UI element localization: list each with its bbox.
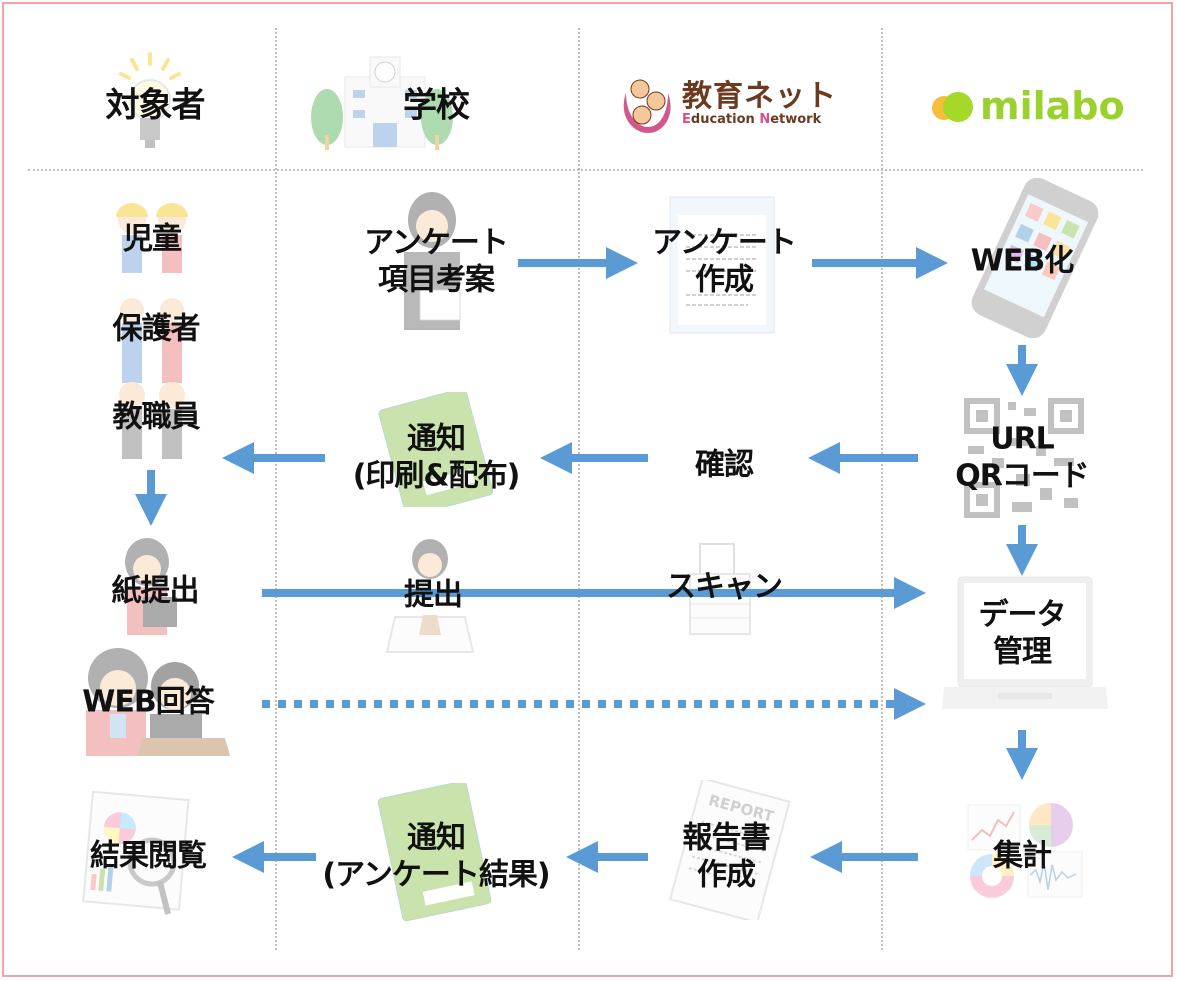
column-header-target: 対象者 [105,85,206,126]
column-divider [578,28,580,950]
education-network-logo-jp: 教育ネット [682,79,837,115]
education-network-mark-icon [623,79,671,133]
node-paper-submit: 紙提出 [111,573,200,609]
node-scan: スキャン [666,569,783,605]
lightbulb-icon [119,52,181,148]
node-notice-result: 通知(アンケート結果) [322,820,550,892]
node-children: 児童 [123,221,182,257]
node-confirm: 確認 [695,447,754,483]
node-notice-print: 通知(印刷&配布) [352,421,521,493]
milabo-logo-text: milabo [980,84,1125,128]
node-web-answer: WEB回答 [82,684,214,720]
teacher-icon [404,192,461,330]
report-icon: REPORT [669,780,791,920]
document-icon [669,196,775,334]
smartphone-icon [971,178,1099,338]
laptop-icon [942,576,1108,709]
node-web: WEB化 [970,243,1074,279]
tally-charts-icon [967,803,1083,898]
notebook-result-icon [377,783,492,922]
node-view-result: 結果閲覧 [90,838,207,874]
people-icon [116,203,188,459]
milabo-logo: milabo [932,84,1125,128]
node-survey-items: アンケート項目考案 [364,225,509,297]
node-survey-create: アンケート作成 [652,225,797,297]
node-report: 報告書作成 [682,820,771,892]
node-guardians: 保護者 [112,311,201,347]
node-data-management: データ管理 [978,597,1067,669]
qr-code-icon [964,398,1084,518]
result-view-icon [82,790,190,915]
node-staff: 教職員 [112,399,201,435]
column-divider [881,28,883,950]
milabo-dots-icon [932,88,974,124]
school-building-icon [311,56,453,150]
scanner-icon [689,543,751,635]
web-answer-people-icon [86,648,230,756]
node-submit: 提出 [404,577,463,613]
student-paper-icon [125,538,177,635]
submit-desk-icon [385,539,475,653]
education-network-logo-en: Education Network [682,112,822,128]
column-divider [275,28,277,950]
column-header-school: 学校 [403,85,470,126]
node-tally: 集計 [993,838,1052,874]
header-divider [28,169,1143,171]
education-network-logo: 教育ネット Education Network [618,75,837,135]
notebook-icon [378,392,494,507]
